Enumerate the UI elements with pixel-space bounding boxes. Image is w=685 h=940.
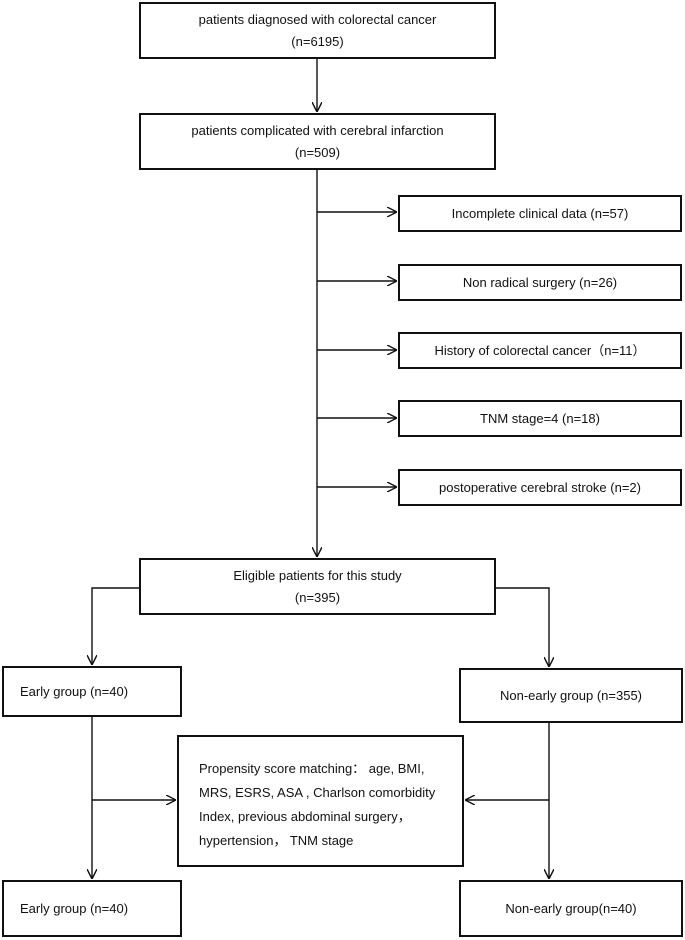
early-group-matched-label: Early group (n=40) <box>20 900 129 916</box>
arrow-eligible-to-early <box>92 587 139 664</box>
eligible-box: Eligible patients for this study (n=395) <box>139 558 496 615</box>
eligible-count: (n=395) <box>294 589 341 605</box>
exclusion-label: TNM stage=4 (n=18) <box>480 410 600 426</box>
non-early-group-box: Non-early group (n=355) <box>459 668 683 723</box>
non-early-group-label: Non-early group (n=355) <box>500 687 642 703</box>
psm-line: Propensity score matching： age, BMI, <box>199 761 425 776</box>
psm-line: Index, previous abdominal surgery， <box>199 809 411 824</box>
early-group-label: Early group (n=40) <box>20 683 129 699</box>
non-early-group-matched-label: Non-early group(n=40) <box>505 900 637 916</box>
infarction-box: patients complicated with cerebral infar… <box>139 113 496 170</box>
diagnosed-label: patients diagnosed with colorectal cance… <box>198 11 437 27</box>
eligible-label: Eligible patients for this study <box>233 567 402 583</box>
exclusion-label: Non radical surgery (n=26) <box>462 274 618 290</box>
early-group-box: Early group (n=40) <box>2 666 182 717</box>
exclusion-box-1: Incomplete clinical data (n=57) <box>398 195 682 232</box>
exclusion-box-2: Non radical surgery (n=26) <box>398 264 682 301</box>
diagnosed-count: (n=6195) <box>291 33 344 49</box>
exclusion-box-4: TNM stage=4 (n=18) <box>398 400 682 437</box>
exclusion-box-3: History of colorectal cancer（n=11） <box>398 332 682 369</box>
exclusion-label: History of colorectal cancer（n=11） <box>434 342 646 358</box>
infarction-label: patients complicated with cerebral infar… <box>191 122 444 138</box>
early-group-matched-box: Early group (n=40) <box>2 880 182 937</box>
exclusion-box-5: postoperative cerebral stroke (n=2) <box>398 469 682 506</box>
infarction-count: (n=509) <box>294 144 341 160</box>
exclusion-label: postoperative cerebral stroke (n=2) <box>439 479 641 495</box>
psm-box: Propensity score matching： age, BMI, MRS… <box>177 735 464 867</box>
non-early-group-matched-box: Non-early group(n=40) <box>459 880 683 937</box>
arrow-eligible-to-non-early <box>496 587 549 666</box>
psm-line: MRS, ESRS, ASA , Charlson comorbidity <box>199 785 436 800</box>
exclusion-label: Incomplete clinical data (n=57) <box>451 205 629 221</box>
diagnosed-box: patients diagnosed with colorectal cance… <box>139 2 496 59</box>
psm-line: hypertension， TNM stage <box>199 833 354 848</box>
